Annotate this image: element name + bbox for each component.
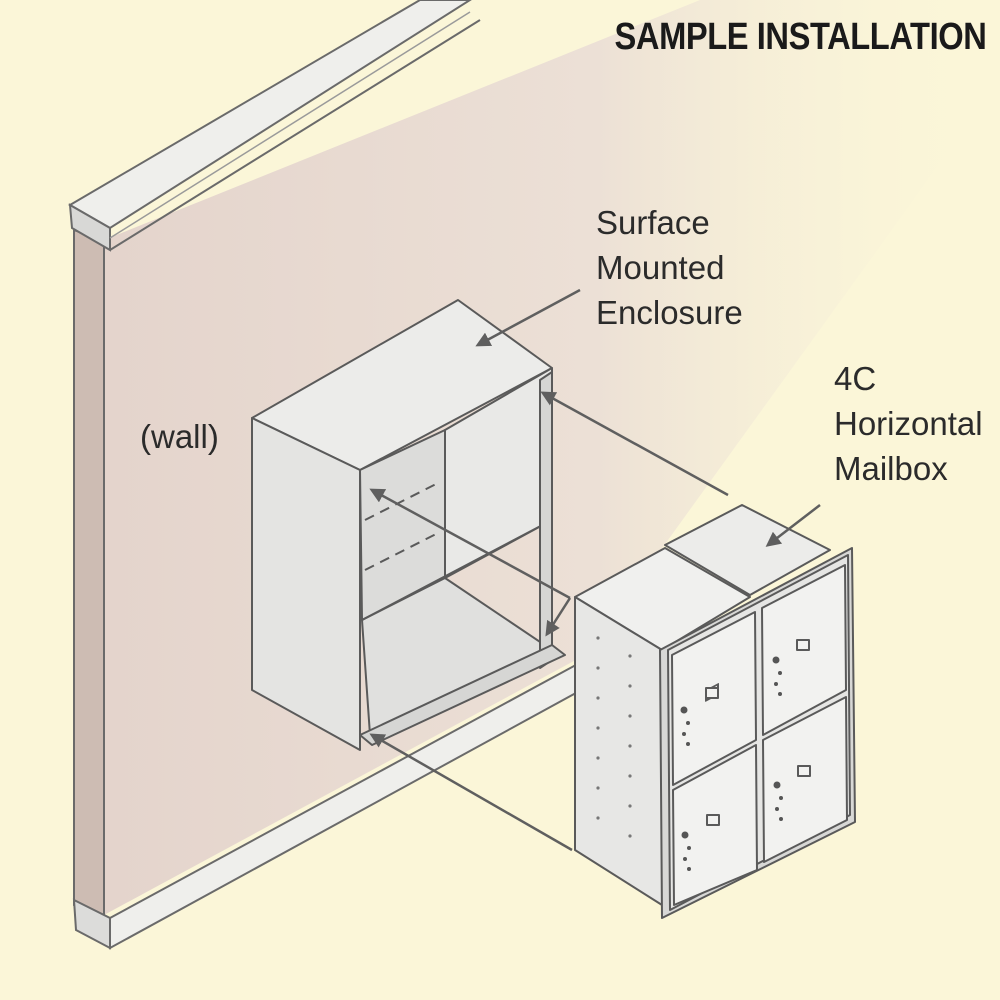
enclosure-side xyxy=(251,417,361,751)
door-lock xyxy=(680,656,783,871)
arrow-insert-middle-upper xyxy=(369,488,571,600)
mailbox-top-back xyxy=(664,504,831,596)
side-rivets xyxy=(596,636,632,838)
wall-side xyxy=(73,228,105,917)
arrow-insert-bottom xyxy=(369,733,573,852)
arrow-enclosure-callout xyxy=(475,288,581,347)
door-label-slot xyxy=(706,814,720,826)
shelf-guide xyxy=(364,481,441,521)
enclosure-label-line: Enclosure xyxy=(596,294,743,331)
shelf-guide xyxy=(364,531,441,571)
enclosure-label-line: Mounted xyxy=(596,249,725,286)
enclosure-label-line: Surface xyxy=(596,204,710,241)
enclosure-bottom-lip xyxy=(359,644,566,746)
horizontal-mailbox xyxy=(574,504,856,919)
enclosure-label: Surface Mounted Enclosure xyxy=(596,200,743,335)
mailbox-side xyxy=(574,596,663,906)
mailbox-label-line: 4C xyxy=(834,360,877,397)
arrow-insert-middle-lower xyxy=(545,597,572,637)
arrows xyxy=(369,288,821,852)
diagram-title: SAMPLE INSTALLATION xyxy=(614,16,986,58)
wall-label: (wall) xyxy=(140,418,219,455)
enclosure-front-frame xyxy=(539,371,553,669)
mailbox-label: 4C Horizontal Mailbox xyxy=(834,356,983,491)
arrow-insert-top xyxy=(540,391,729,497)
arrow-mailbox-callout xyxy=(765,504,821,547)
mailbox-label-line: Horizontal xyxy=(834,405,983,442)
mailbox-label-line: Mailbox xyxy=(834,450,948,487)
door-label-slot xyxy=(796,639,810,651)
door-label-slot xyxy=(797,765,811,777)
door-label-slot xyxy=(705,687,719,699)
mailbox-door xyxy=(762,696,848,863)
surface-mounted-enclosure xyxy=(251,299,566,751)
